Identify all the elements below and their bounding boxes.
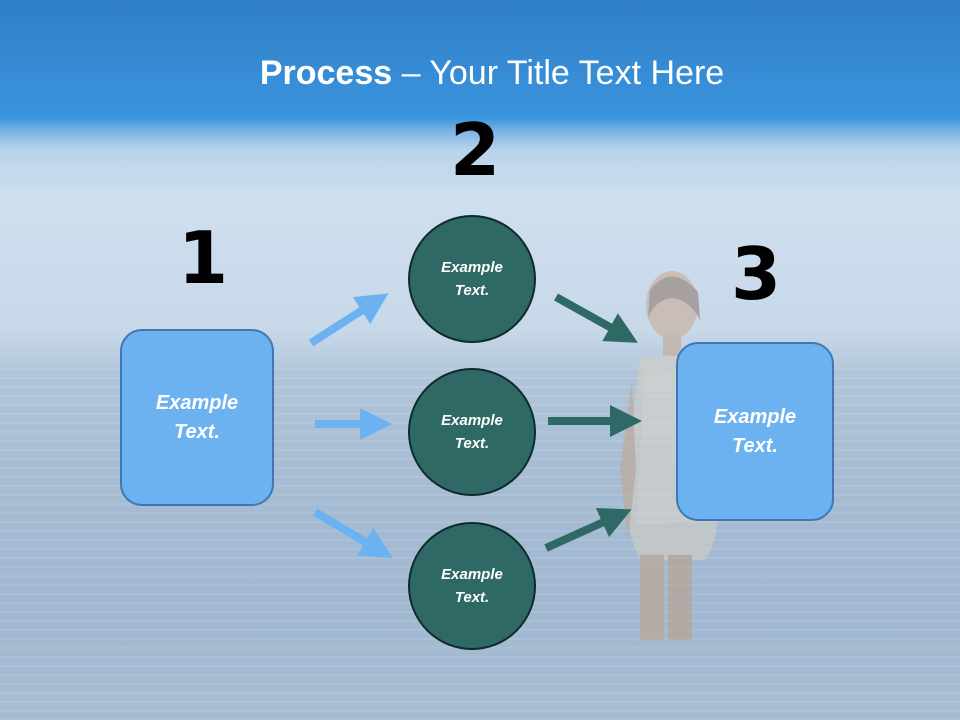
arrow-1-to-bottom (312, 508, 393, 559)
step-3-box: Example Text. (676, 342, 834, 521)
arrow-bottom-to-3 (544, 507, 632, 552)
step-1-label: Example Text. (155, 391, 239, 443)
circle-bottom-label: Example Text. (441, 566, 503, 606)
step-3-label: Example Text. (713, 405, 797, 457)
step-2-circle-middle: Example Text. (408, 368, 536, 496)
arrow-top-to-3 (554, 293, 638, 343)
title-rest: – Your Title Text Here (392, 54, 725, 92)
slide-title: Process – Your Title Text Here (0, 54, 960, 93)
title-bold: Process (259, 54, 393, 92)
step-number-3: 3 (731, 232, 782, 316)
circle-middle-label: Example Text. (441, 412, 503, 452)
step-number-1: 1 (178, 216, 229, 300)
step-1-box: Example Text. (120, 329, 274, 506)
step-2-circle-top: Example Text. (408, 215, 536, 343)
step-2-circle-bottom: Example Text. (408, 522, 536, 650)
step-number-2: 2 (450, 108, 501, 192)
circle-top-label: Example Text. (441, 259, 503, 299)
arrow-1-to-top (308, 293, 389, 347)
